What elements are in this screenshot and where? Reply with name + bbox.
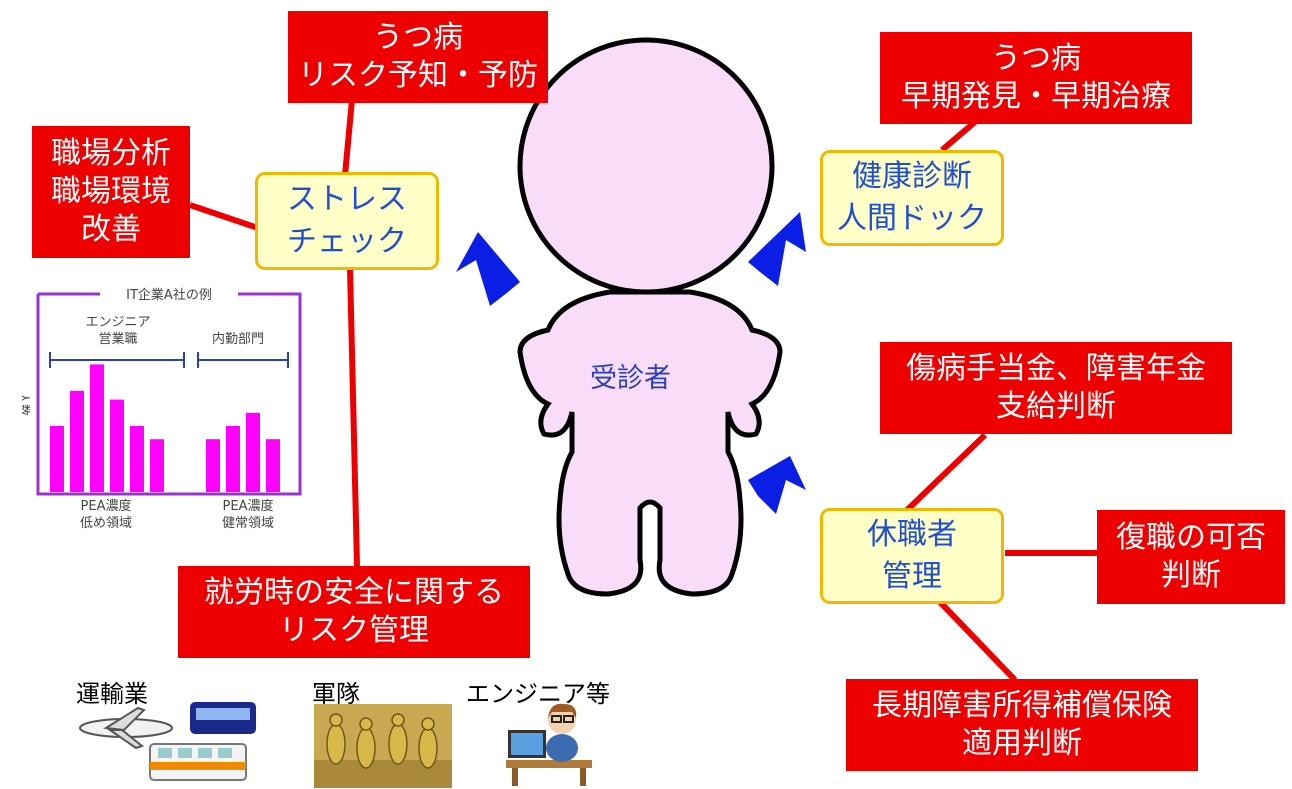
line-leave-to-longterm — [937, 599, 1018, 683]
chart-bar — [246, 412, 260, 492]
person-figure — [517, 37, 783, 597]
line-stress-to-safety — [347, 267, 360, 567]
return-work-box: 復職の可否 判断 — [1097, 510, 1285, 604]
health-check-line1: 健康診断 — [852, 159, 972, 194]
workplace-line2: 職場環境 — [51, 174, 171, 209]
person-label: 受診者 — [590, 363, 671, 394]
chart-ylabel: 人数 — [22, 392, 32, 416]
transport-icon — [79, 702, 256, 781]
depression-early-line2: 早期発見・早期治療 — [901, 79, 1171, 114]
stress-check-box: ストレス チェック — [255, 172, 439, 270]
depression-early-line1: うつ病 — [991, 41, 1081, 76]
work-safety-line2: リスク管理 — [279, 613, 429, 648]
long-term-line2: 適用判断 — [962, 726, 1082, 761]
chart-xlabel1-line2: 低め領域 — [80, 515, 132, 531]
chart-group1-line2: 営業職 — [98, 331, 137, 347]
chart-bar — [130, 426, 144, 492]
chart-bars — [50, 364, 280, 492]
leave-mgmt-box: 休職者 管理 — [820, 508, 1004, 604]
chart-xlabel2-line2: 健常領域 — [222, 515, 274, 531]
engineer-icon — [506, 703, 592, 786]
workplace-line3: 改善 — [81, 212, 141, 247]
line-stress-to-workplace — [189, 202, 259, 231]
depression-risk-line2: リスク予知・予防 — [298, 58, 538, 93]
arrow-left-top-icon — [456, 232, 520, 306]
chart-xlabel2-line1: PEA濃度 — [223, 498, 274, 514]
chart-bar — [206, 439, 220, 492]
work-safety-line1: 就労時の安全に関する — [204, 575, 504, 610]
leave-mgmt-line2: 管理 — [882, 559, 942, 594]
stress-check-line1: ストレス — [287, 182, 407, 217]
depression-early-box: うつ病 早期発見・早期治療 — [880, 32, 1192, 124]
workplace-box: 職場分析 職場環境 改善 — [32, 126, 190, 258]
depression-risk-box: うつ病 リスク予知・予防 — [288, 11, 548, 103]
engineer-label: エンジニア等 — [466, 680, 610, 708]
chart-xlabel1-line1: PEA濃度 — [81, 498, 132, 514]
chart-title: IT企業A社の例 — [126, 287, 212, 303]
chart-bar — [50, 426, 64, 492]
transport-label: 運輸業 — [76, 680, 148, 708]
stress-check-line2: チェック — [287, 224, 407, 259]
work-safety-box: 就労時の安全に関する リスク管理 — [178, 566, 530, 658]
chart-bar — [70, 390, 84, 492]
it-company-chart: IT企業A社の例 エンジニア 営業職 内勤部門 人数 PEA濃度 低め領域 PE… — [22, 287, 302, 531]
depression-risk-line1: うつ病 — [373, 20, 463, 55]
chart-bar — [150, 439, 164, 492]
arrow-right-top-icon — [748, 212, 806, 286]
injury-allowance-line2: 支給判断 — [996, 389, 1116, 424]
leave-mgmt-line1: 休職者 — [867, 517, 957, 552]
chart-bar — [90, 364, 104, 492]
long-term-box: 長期障害所得補償保険 適用判断 — [846, 679, 1198, 771]
injury-allowance-box: 傷病手当金、障害年金 支給判断 — [880, 342, 1232, 434]
injury-allowance-line1: 傷病手当金、障害年金 — [906, 351, 1206, 386]
chart-bar — [266, 439, 280, 492]
military-label: 軍隊 — [312, 680, 360, 708]
military-icon — [314, 704, 452, 788]
line-stress-to-risk — [342, 99, 355, 176]
chart-bar — [226, 426, 240, 492]
line-leave-to-injury — [902, 432, 988, 515]
health-check-box: 健康診断 人間ドック — [820, 150, 1004, 246]
chart-bar — [110, 399, 124, 492]
chart-group1-line1: エンジニア — [85, 315, 150, 330]
line-health-to-early — [940, 119, 977, 153]
arrow-right-bottom-icon — [748, 456, 806, 514]
chart-group2: 内勤部門 — [212, 331, 264, 347]
long-term-line1: 長期障害所得補償保険 — [872, 688, 1172, 723]
return-work-line2: 判断 — [1161, 558, 1221, 593]
health-check-line2: 人間ドック — [837, 201, 987, 236]
return-work-line1: 復職の可否 — [1116, 520, 1266, 555]
workplace-line1: 職場分析 — [51, 136, 171, 171]
